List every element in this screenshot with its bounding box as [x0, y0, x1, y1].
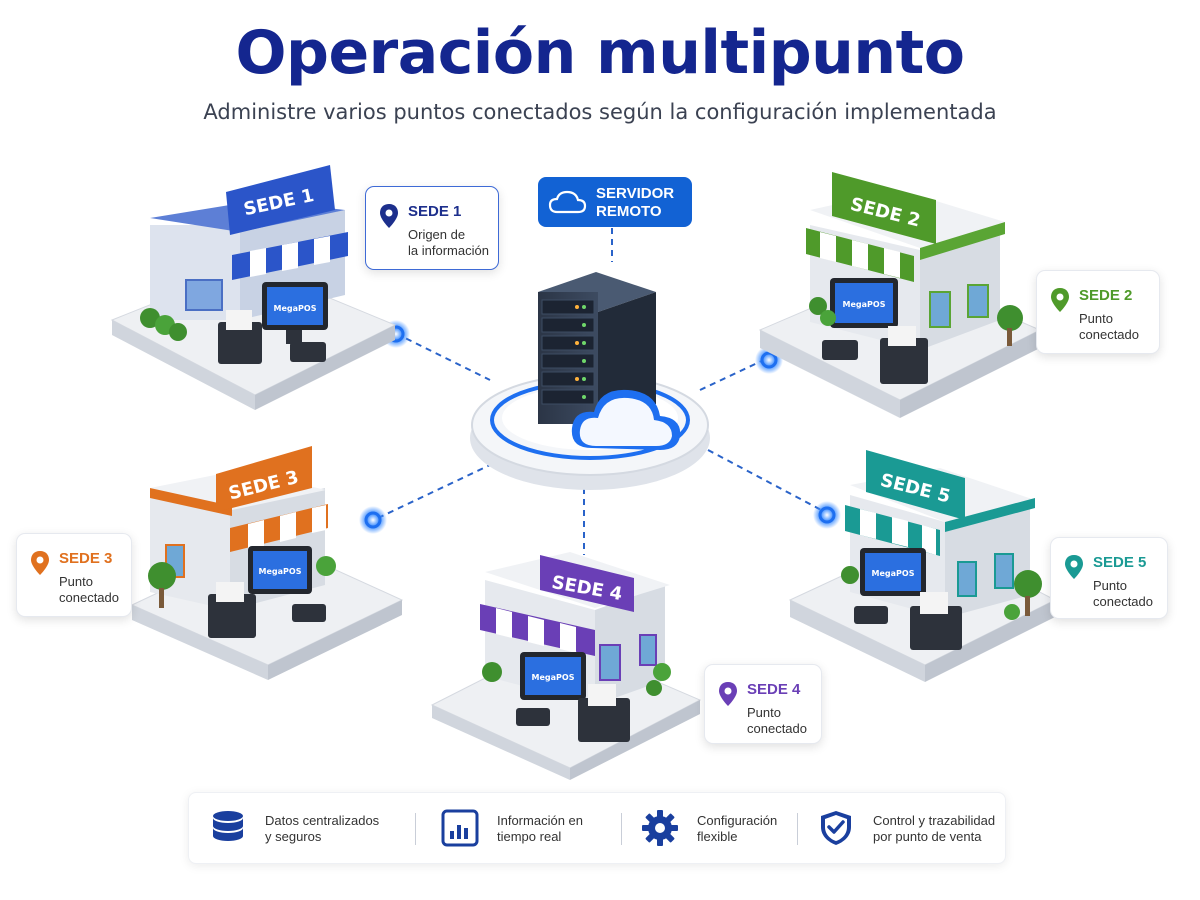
callout-title: SEDE 3 — [59, 550, 113, 567]
location-pin-icon — [380, 204, 398, 228]
awning-sede2 — [806, 228, 914, 282]
awning-sede5 — [845, 505, 940, 556]
location-pin-icon — [1051, 288, 1069, 312]
callout-title: SEDE 4 — [747, 681, 801, 698]
page-title: Operación multipunto — [235, 18, 965, 88]
server-label-line2: REMOTO — [596, 203, 662, 220]
gear-icon — [642, 810, 678, 846]
svg-text:MegaPOS: MegaPOS — [872, 569, 915, 578]
shield-check-icon — [821, 811, 851, 845]
location-pin-icon — [31, 551, 49, 575]
divider — [797, 813, 798, 845]
divider — [415, 813, 416, 845]
database-icon — [213, 811, 243, 841]
awning-sede1 — [232, 232, 348, 280]
callout-title: SEDE 1 — [408, 203, 462, 220]
callout-title: SEDE 2 — [1079, 287, 1133, 304]
page-subtitle: Administre varios puntos conectados segú… — [203, 100, 997, 124]
svg-text:MegaPOS: MegaPOS — [532, 673, 575, 682]
store-sede2: SEDE 2 MegaPOS — [758, 172, 1042, 418]
cloud-icon — [548, 190, 587, 214]
svg-text:MegaPOS: MegaPOS — [274, 304, 317, 313]
store-sede1: SEDE 1 MegaPOS — [110, 165, 397, 410]
link-sede2 — [699, 357, 769, 391]
server-rack-icon — [538, 272, 656, 424]
store-sede3: SEDE 3 MegaPOS — [130, 446, 404, 680]
location-pin-icon — [719, 682, 737, 706]
node-sede5 — [813, 501, 841, 529]
store-sede5: SEDE 5 MegaPOS — [788, 450, 1057, 682]
server-label: SERVIDOR REMOTO — [538, 177, 692, 227]
chart-icon — [441, 809, 479, 847]
link-sede3 — [377, 464, 491, 519]
cloud-icon — [571, 389, 681, 450]
server-label-line1: SERVIDOR — [596, 185, 675, 202]
server-label-text: SERVIDOR REMOTO — [596, 185, 674, 221]
node-sede3 — [359, 506, 387, 534]
callout-title: SEDE 5 — [1093, 554, 1147, 571]
awning-sede3 — [230, 504, 328, 552]
awning-sede4 — [480, 604, 595, 656]
store-sede4: SEDE 4 MegaPOS — [430, 552, 702, 780]
divider — [621, 813, 622, 845]
svg-text:MegaPOS: MegaPOS — [259, 567, 302, 576]
svg-text:MegaPOS: MegaPOS — [843, 300, 886, 309]
location-pin-icon — [1065, 555, 1083, 579]
link-sede5 — [707, 449, 826, 513]
